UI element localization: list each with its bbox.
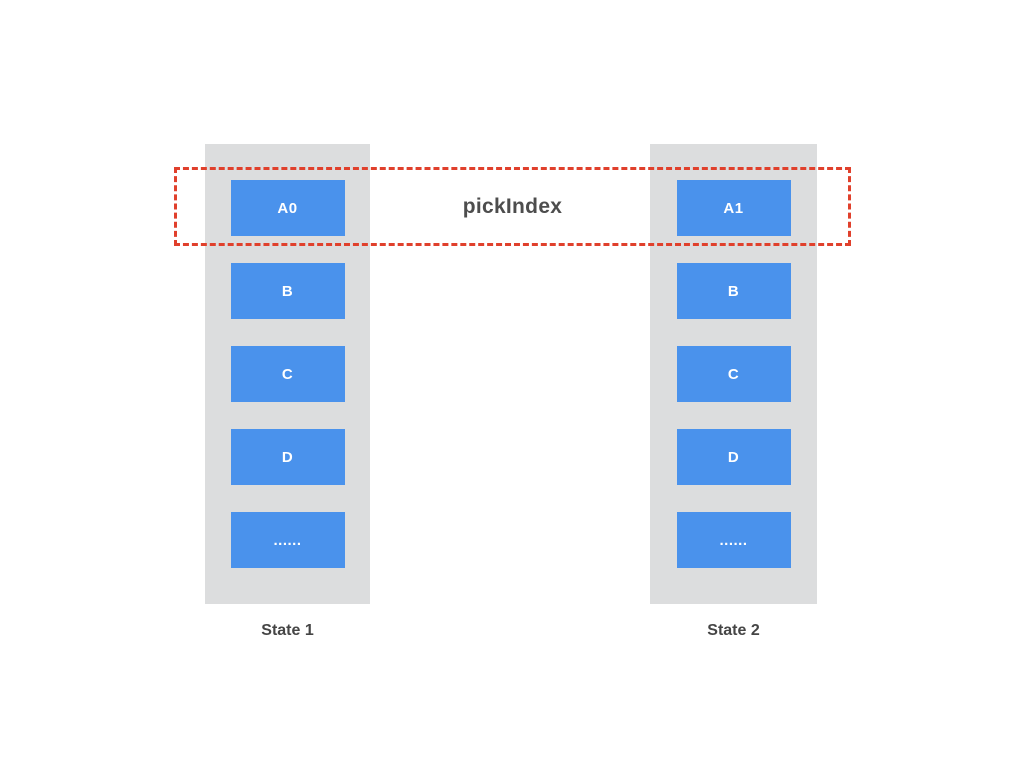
state-2-column: A1 B C D ......: [650, 144, 817, 604]
cell-a1: A1: [676, 180, 791, 236]
cell-ellipsis: ......: [230, 512, 345, 568]
cell-b: B: [230, 263, 345, 319]
cell-d: D: [230, 429, 345, 485]
cell-b: B: [676, 263, 791, 319]
cell-d: D: [676, 429, 791, 485]
pick-index-label: pickIndex: [462, 194, 563, 218]
state-2-caption: State 2: [707, 622, 760, 639]
cell-c: C: [676, 346, 791, 402]
state-1-caption: State 1: [261, 622, 314, 639]
cell-a0: A0: [230, 180, 345, 236]
cell-c: C: [230, 346, 345, 402]
cell-ellipsis: ......: [676, 512, 791, 568]
state-1-column: A0 B C D ......: [205, 144, 370, 604]
